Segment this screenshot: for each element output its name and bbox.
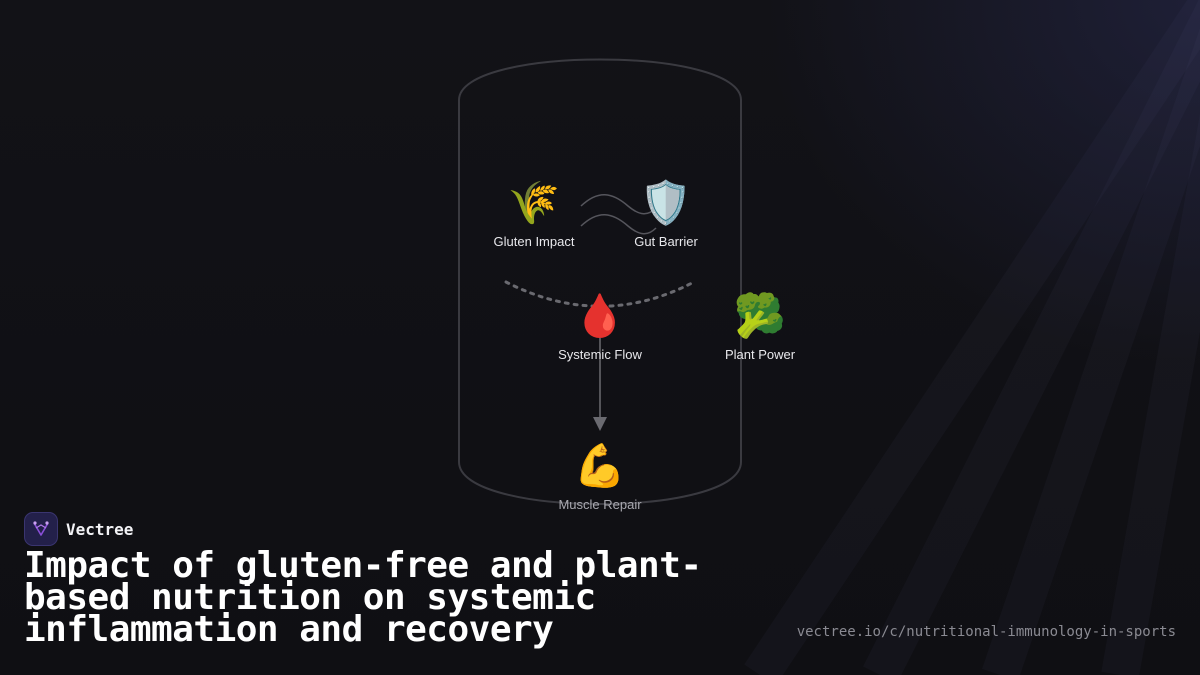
node-label: Muscle Repair	[558, 497, 642, 512]
vectree-logo-icon	[24, 512, 58, 546]
page-title: Impact of gluten-free and plant-based nu…	[24, 545, 702, 650]
cylinder-container	[458, 58, 742, 505]
node-muscle-repair: 💪 Muscle Repair	[530, 441, 670, 512]
brand[interactable]: Vectree	[24, 512, 133, 546]
blood-drop-icon: 🩸	[573, 292, 627, 339]
brand-name: Vectree	[66, 519, 134, 539]
wheat-icon: 🌾	[507, 179, 561, 226]
node-gluten-impact: 🌾 Gluten Impact	[464, 178, 604, 249]
shield-icon: 🛡️	[639, 179, 693, 226]
node-label: Systemic Flow	[558, 347, 642, 362]
node-label: Gut Barrier	[634, 234, 698, 249]
node-systemic-flow: 🩸 Systemic Flow	[530, 291, 670, 362]
wavy-connector-secondary	[580, 214, 657, 235]
flexed-biceps-icon: 💪	[573, 442, 627, 489]
node-gut-barrier: 🛡️ Gut Barrier	[596, 178, 736, 249]
broccoli-icon: 🥦	[733, 292, 787, 339]
node-label: Gluten Impact	[493, 234, 575, 249]
wavy-connector	[580, 194, 657, 215]
node-label: Plant Power	[724, 347, 796, 362]
node-plant-power: 🥦 Plant Power	[690, 291, 830, 362]
source-url[interactable]: vectree.io/c/nutritional-immunology-in-s…	[796, 624, 1176, 640]
